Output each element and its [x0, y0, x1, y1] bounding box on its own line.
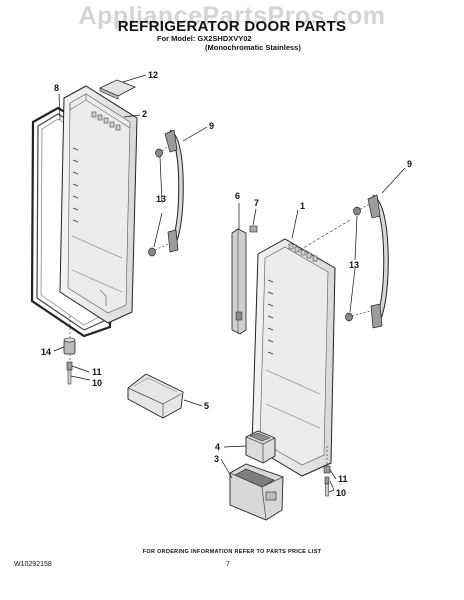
variant-line: (Monochromatic Stainless) — [205, 43, 301, 52]
callout-10-right: 10 — [336, 488, 346, 498]
callout-4: 4 — [215, 442, 220, 452]
left-handle-mount-pins-part-13 — [148, 145, 169, 257]
right-handle-mount-pins-part-13 — [299, 203, 372, 322]
bin-housing-part-3 — [229, 463, 284, 521]
mullion-clip-part-7 — [249, 225, 258, 233]
left-handle-part-9 — [164, 129, 184, 253]
door-bin-part-5 — [127, 373, 184, 419]
right-screws-part-10-11 — [323, 446, 331, 497]
center-mullion-part-6 — [231, 228, 247, 335]
diagram-title: REFRIGERATOR DOOR PARTS — [117, 18, 347, 35]
right-handle-part-9 — [367, 194, 389, 329]
callout-11-left: 11 — [92, 367, 102, 377]
right-door-panel-part-1 — [251, 238, 336, 477]
callout-7: 7 — [254, 198, 259, 208]
model-line: For Model: GX2SHDXVY02 — [157, 34, 252, 43]
callout-9-left: 9 — [209, 121, 214, 131]
callout-11-right: 11 — [338, 474, 348, 484]
callout-10-left: 10 — [92, 378, 102, 388]
left-screws-part-10-11 — [66, 361, 73, 385]
leader-lines — [53, 74, 406, 493]
callout-12: 12 — [148, 70, 158, 80]
callout-1: 1 — [300, 201, 305, 211]
callout-9-right: 9 — [407, 159, 412, 169]
callout-13-left: 13 — [156, 194, 166, 204]
callout-6: 6 — [235, 191, 240, 201]
watermark: AppliancePartsPros.com — [78, 2, 386, 30]
callout-14: 14 — [41, 347, 51, 357]
callout-13-right: 13 — [349, 260, 359, 270]
callout-3: 3 — [214, 454, 219, 464]
document-id: W10292158 — [14, 561, 52, 568]
callout-8: 8 — [54, 83, 59, 93]
small-bin-part-4 — [245, 430, 276, 464]
page-number: 7 — [226, 561, 230, 568]
callout-5: 5 — [204, 401, 209, 411]
left-door-panel-part-2 — [59, 85, 138, 324]
ordering-info-note: FOR ORDERING INFORMATION REFER TO PARTS … — [142, 549, 322, 555]
top-trim-cap-part-12 — [99, 79, 136, 100]
callout-2: 2 — [142, 109, 147, 119]
